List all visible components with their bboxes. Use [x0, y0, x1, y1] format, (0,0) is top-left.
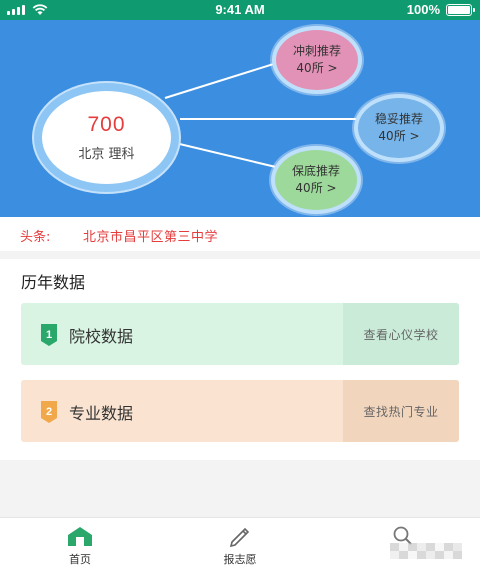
- major-data-action[interactable]: 查找热门专业: [343, 380, 459, 442]
- safe-count: 40所 >: [295, 181, 337, 195]
- connector-lines: [164, 61, 357, 169]
- watermark-mosaic: [390, 543, 462, 559]
- signal-icon: [7, 5, 25, 15]
- rush-count: 40所 >: [296, 61, 338, 75]
- rush-recommend-node[interactable]: 冲刺推荐 40所 >: [272, 26, 362, 94]
- safe-title: 保底推荐: [291, 164, 340, 178]
- school-data-title: 院校数据: [69, 327, 134, 346]
- pencil-icon: [229, 527, 250, 547]
- svg-text:2: 2: [46, 406, 52, 418]
- section-title: 历年数据: [21, 273, 86, 292]
- tab-home[interactable]: 首页: [30, 518, 130, 566]
- score-value: 700: [87, 113, 126, 136]
- battery-icon: [446, 4, 475, 16]
- headline-text[interactable]: 北京市昌平区第三中学: [83, 230, 219, 245]
- home-icon: [68, 527, 92, 546]
- tab-apply-label: 报志愿: [223, 553, 257, 566]
- wifi-icon: [32, 4, 48, 15]
- major-data-title: 专业数据: [69, 404, 134, 423]
- safe-recommend-node[interactable]: 保底推荐 40所 >: [271, 146, 361, 214]
- tab-apply[interactable]: 报志愿: [190, 518, 290, 566]
- stable-count: 40所 >: [378, 129, 420, 143]
- clock: 9:41 AM: [215, 2, 265, 17]
- battery-percent: 100%: [406, 2, 440, 17]
- rush-title: 冲刺推荐: [292, 44, 341, 58]
- svg-text:1: 1: [46, 329, 52, 341]
- score-circle[interactable]: 700 北京 理科: [34, 83, 179, 192]
- major-data-card[interactable]: 2 专业数据 查找热门专业: [21, 380, 459, 442]
- headline-bar[interactable]: 头条: 北京市昌平区第三中学: [0, 217, 480, 251]
- status-bar: 9:41 AM 100%: [0, 0, 480, 20]
- school-data-card[interactable]: 1 院校数据 查看心仪学校: [21, 303, 459, 365]
- recommendation-hero: 700 北京 理科 冲刺推荐 40所 > 稳妥推荐 40所 > 保底推荐 40所…: [0, 20, 480, 217]
- rank-1-badge-icon: 1: [41, 324, 57, 346]
- headline-label: 头条:: [20, 230, 51, 245]
- tab-home-label: 首页: [69, 553, 91, 566]
- history-data-section: 历年数据 1 院校数据 查看心仪学校 2 专业数据 查找热门专业: [0, 259, 480, 460]
- stable-title: 稳妥推荐: [374, 112, 423, 126]
- rank-2-badge-icon: 2: [41, 401, 57, 423]
- stable-recommend-node[interactable]: 稳妥推荐 40所 >: [354, 94, 444, 162]
- school-data-action[interactable]: 查看心仪学校: [343, 303, 459, 365]
- region-subject: 北京 理科: [78, 147, 135, 162]
